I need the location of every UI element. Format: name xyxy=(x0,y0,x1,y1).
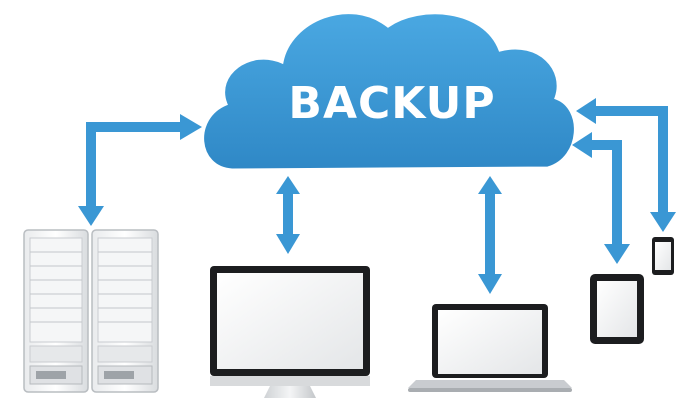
cloud-label: BACKUP xyxy=(288,78,495,129)
server-icon xyxy=(23,229,159,393)
phone-icon xyxy=(652,237,674,275)
cloud-icon: BACKUP xyxy=(201,11,577,172)
arrow-cloud-laptop xyxy=(478,176,502,294)
connection-arrows xyxy=(78,98,676,294)
arrow-cloud-tablet xyxy=(572,132,630,264)
arrow-cloud-desktop xyxy=(276,176,300,254)
laptop-icon xyxy=(408,304,572,392)
monitor-icon xyxy=(210,266,370,398)
arrow-cloud-phone xyxy=(576,98,676,232)
tablet-icon xyxy=(590,274,644,344)
server-unit-left xyxy=(23,229,89,393)
server-unit-right xyxy=(91,229,159,393)
arrow-cloud-server xyxy=(78,114,202,226)
